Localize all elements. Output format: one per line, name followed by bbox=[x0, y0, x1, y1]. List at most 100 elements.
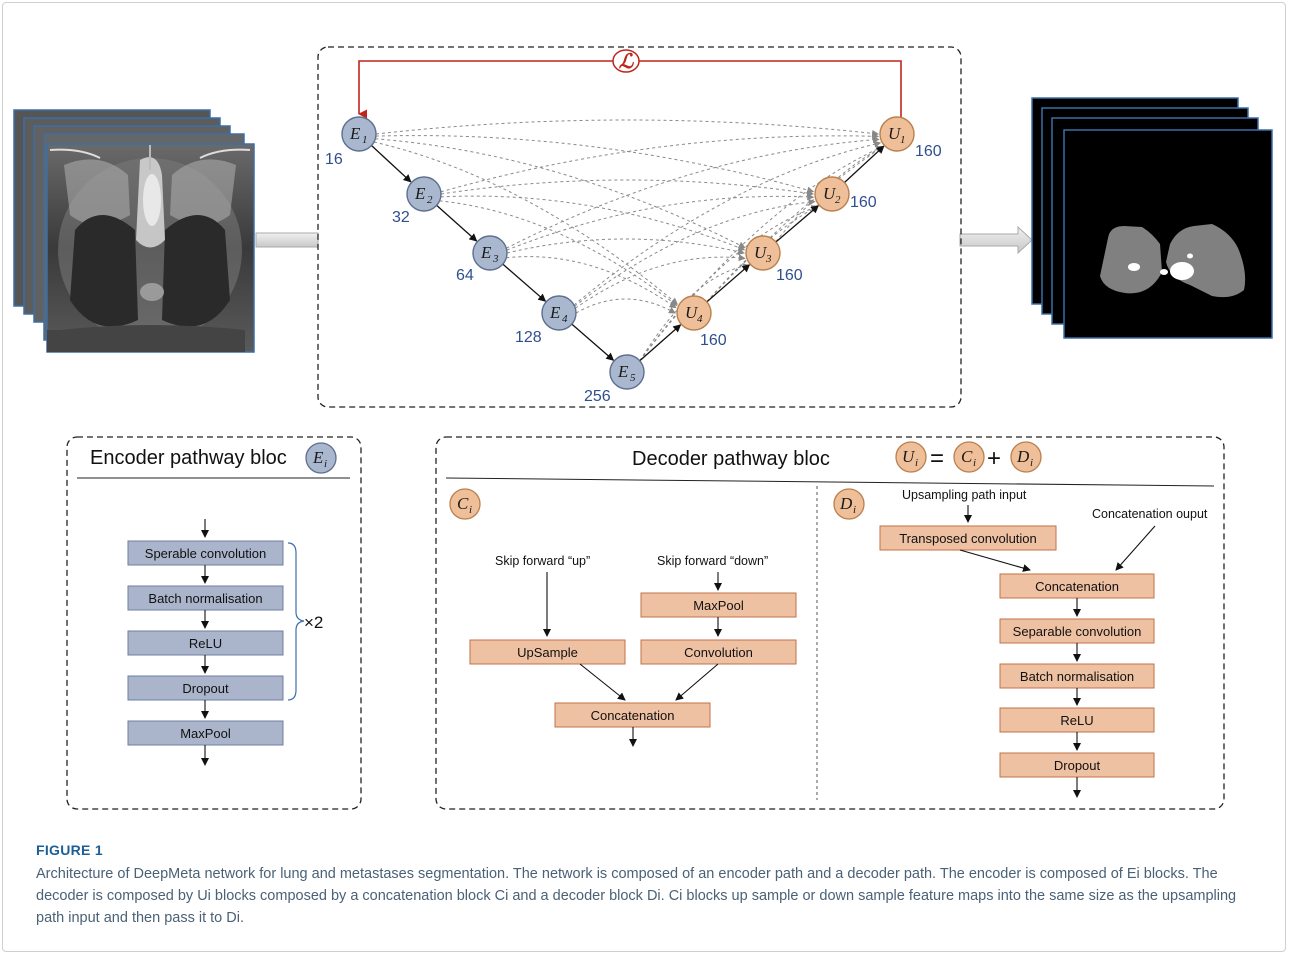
svg-text:UpSample: UpSample bbox=[517, 645, 578, 660]
svg-text:=: = bbox=[930, 445, 944, 472]
decoder-step-box bbox=[999, 663, 1155, 689]
skip-connection-2 bbox=[375, 138, 746, 249]
loss-circle bbox=[612, 49, 640, 73]
channel-count: 128 bbox=[515, 329, 542, 346]
channel-count: 160 bbox=[915, 143, 942, 160]
encoder-step-4: Dropout bbox=[127, 675, 284, 719]
path-edge-7 bbox=[844, 145, 885, 183]
node-label: U bbox=[823, 184, 837, 203]
network-panel bbox=[317, 46, 962, 408]
encoder-step-box bbox=[127, 585, 284, 611]
svg-text:Convolution: Convolution bbox=[684, 645, 753, 660]
encoder-step-box bbox=[127, 675, 284, 701]
input-arrow bbox=[255, 232, 319, 248]
encoder-step-box bbox=[127, 720, 284, 746]
skip-connection-1 bbox=[375, 135, 815, 194]
svg-text:C: C bbox=[457, 494, 469, 513]
skip-down-label: Skip forward “down” bbox=[657, 554, 768, 568]
encoder-bloc-title: Encoder pathway bloc bbox=[90, 447, 287, 469]
decoder-step-box bbox=[999, 573, 1155, 599]
di-symbol: D i bbox=[833, 488, 865, 520]
node-label: E bbox=[480, 243, 492, 262]
encoder-step-box bbox=[127, 630, 284, 656]
loss-label: ℒ bbox=[619, 51, 635, 73]
skip-connection-21 bbox=[775, 146, 884, 243]
encoder-step-5: MaxPool bbox=[127, 720, 284, 766]
decoder-step-2: Separable convolution bbox=[999, 618, 1155, 662]
node-circle bbox=[609, 354, 645, 390]
node-subscript: 5 bbox=[630, 372, 636, 384]
encoder-step-label: MaxPool bbox=[180, 726, 231, 741]
node-subscript: 1 bbox=[362, 134, 368, 146]
concatenation-box: Concatenation bbox=[554, 702, 711, 728]
output-mask-stack bbox=[1031, 97, 1273, 339]
node-label: E bbox=[414, 184, 426, 203]
path-edge-0 bbox=[371, 145, 412, 183]
node-subscript: 1 bbox=[900, 134, 906, 146]
figure-caption: FIGURE 1 Architecture of DeepMeta networ… bbox=[36, 842, 1266, 929]
channel-count: 32 bbox=[392, 209, 410, 226]
loss-node: ℒ bbox=[612, 49, 640, 73]
svg-text:MaxPool: MaxPool bbox=[693, 598, 744, 613]
convolution-box: Convolution bbox=[640, 639, 797, 665]
skip-connection-8 bbox=[506, 136, 880, 249]
decoder-bloc-panel bbox=[435, 436, 1225, 810]
skip-connection-5 bbox=[440, 179, 814, 197]
node-label: U bbox=[888, 124, 902, 143]
node-circle bbox=[814, 176, 850, 212]
encoder-step-label: Batch normalisation bbox=[148, 591, 262, 606]
input-mri-stack bbox=[13, 109, 255, 353]
repeat-brace bbox=[287, 542, 305, 701]
caption-text: Architecture of DeepMeta network for lun… bbox=[36, 866, 1237, 926]
path-edge-3 bbox=[571, 323, 615, 361]
svg-text:D: D bbox=[839, 494, 853, 513]
lung-mask bbox=[1100, 224, 1246, 298]
encoder-step-label: Dropout bbox=[182, 681, 229, 696]
node-subscript: 4 bbox=[562, 313, 568, 325]
node-circle bbox=[472, 235, 508, 271]
skip-connection-9 bbox=[506, 193, 815, 251]
svg-text:i: i bbox=[469, 504, 472, 516]
node-label: E bbox=[617, 362, 629, 381]
encoder-step-3: ReLU bbox=[127, 630, 284, 674]
skip-connection-19 bbox=[706, 146, 884, 303]
node-subscript: 3 bbox=[765, 253, 772, 265]
channel-count: 160 bbox=[850, 194, 877, 211]
skip-connection-16 bbox=[639, 145, 884, 362]
decoder-step-label: Dropout bbox=[1054, 758, 1101, 773]
node-label: E bbox=[549, 303, 561, 322]
svg-text:i: i bbox=[324, 458, 327, 470]
node-subscript: 4 bbox=[697, 313, 703, 325]
encoder-step-1: Sperable convolution bbox=[127, 540, 284, 584]
channel-count: 64 bbox=[456, 267, 474, 284]
channel-count: 160 bbox=[700, 332, 727, 349]
skip-connection-4 bbox=[440, 132, 880, 193]
path-edge-5 bbox=[706, 264, 751, 303]
channel-count: 160 bbox=[776, 267, 803, 284]
node-circle bbox=[406, 176, 442, 212]
encoder-step-2: Batch normalisation bbox=[127, 585, 284, 629]
channel-count: 256 bbox=[584, 388, 611, 405]
upsampling-input-label: Upsampling path input bbox=[902, 488, 1027, 502]
svg-text:i: i bbox=[973, 457, 976, 469]
encoder-step-label: Sperable convolution bbox=[145, 546, 266, 561]
skip-connection-14 bbox=[575, 254, 746, 309]
svg-text:i: i bbox=[853, 504, 856, 516]
svg-text:E: E bbox=[312, 448, 324, 467]
svg-text:D: D bbox=[1016, 447, 1030, 466]
skip-connection-6 bbox=[440, 195, 746, 251]
path-edge-6 bbox=[775, 205, 820, 243]
caption-title: FIGURE 1 bbox=[36, 842, 103, 858]
node-label: U bbox=[754, 243, 768, 262]
svg-text:Transposed convolution: Transposed convolution bbox=[899, 531, 1037, 546]
skip-connection-7 bbox=[439, 200, 678, 306]
